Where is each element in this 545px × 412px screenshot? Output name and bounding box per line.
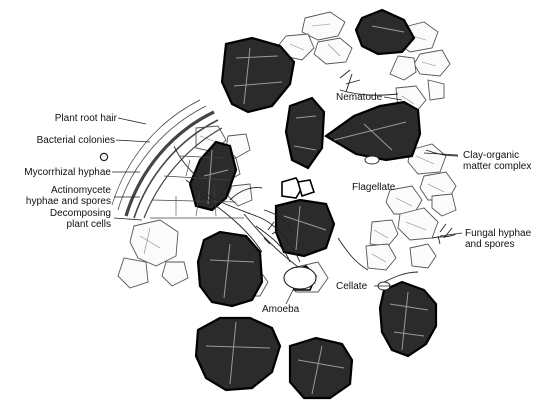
label-fungal-line2: and spores <box>465 239 514 250</box>
label-mycorrhizal-hyphae: Mycorrhizal hyphae <box>24 167 111 178</box>
label-decomposing-line1: Decomposing <box>50 208 111 219</box>
label-actinomycete-line1: Actinomycete <box>51 185 111 196</box>
label-cellate: Cellate <box>336 281 368 292</box>
label-decomposing-line2: plant cells <box>67 219 111 230</box>
label-bacterial-colonies: Bacterial colonies <box>37 135 115 146</box>
label-amoeba: Amoeba <box>262 304 300 315</box>
label-actinomycete-line2: hyphae and spores <box>26 196 111 207</box>
label-clay-line1: Clay-organic <box>463 150 519 161</box>
label-fungal-line1: Fungal hyphae <box>465 228 532 239</box>
label-nematode: Nematode <box>336 92 383 103</box>
label-flagellate: Flagellate <box>352 182 396 193</box>
labels: Plant root hair Bacterial colonies Mycor… <box>24 92 531 315</box>
label-plant-root-hair: Plant root hair <box>55 113 118 124</box>
label-clay-line2: matter complex <box>463 161 531 172</box>
